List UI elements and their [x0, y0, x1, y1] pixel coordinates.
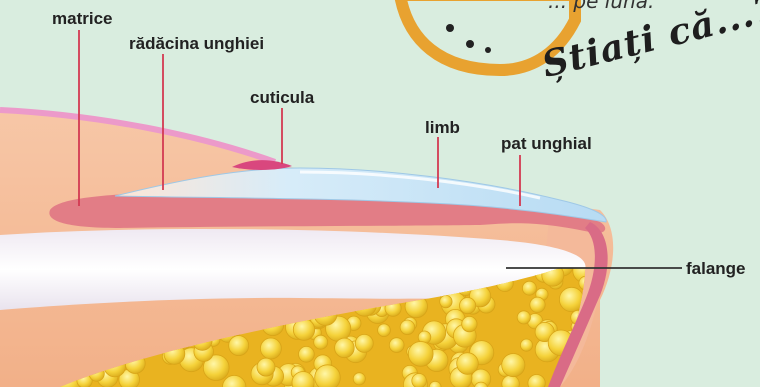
fat-lobule — [355, 334, 373, 352]
fat-lobule — [353, 373, 365, 385]
fat-lobule — [257, 358, 275, 376]
fat-lobule — [412, 374, 427, 387]
fat-lobule — [457, 353, 479, 375]
fat-lobule — [260, 338, 281, 359]
label-radacina: rădăcina unghiei — [129, 34, 264, 54]
fat-lobule — [229, 336, 249, 356]
fat-lobule — [408, 342, 433, 367]
fat-lobule — [502, 354, 525, 377]
fat-lobule — [299, 346, 315, 362]
fat-lobule — [460, 298, 476, 314]
label-falange: falange — [686, 259, 746, 279]
label-limb: limb — [425, 118, 460, 138]
fat-lobule — [314, 335, 328, 349]
fat-lobule — [462, 316, 477, 331]
fat-lobule — [517, 311, 530, 324]
fat-lobule — [530, 297, 545, 312]
fat-lobule — [400, 320, 415, 335]
fat-lobule — [389, 338, 404, 353]
fat-lobule — [520, 339, 532, 351]
fat-lobule — [378, 324, 391, 337]
label-pat-unghial: pat unghial — [501, 134, 592, 154]
fat-lobule — [522, 281, 536, 295]
fat-lobule — [335, 338, 355, 358]
fat-lobule — [315, 365, 341, 387]
top-text-fragment: ... pe lună. — [548, 0, 654, 13]
label-cuticula: cuticula — [250, 88, 314, 108]
fat-lobule — [440, 295, 452, 307]
label-matrice: matrice — [52, 9, 112, 29]
